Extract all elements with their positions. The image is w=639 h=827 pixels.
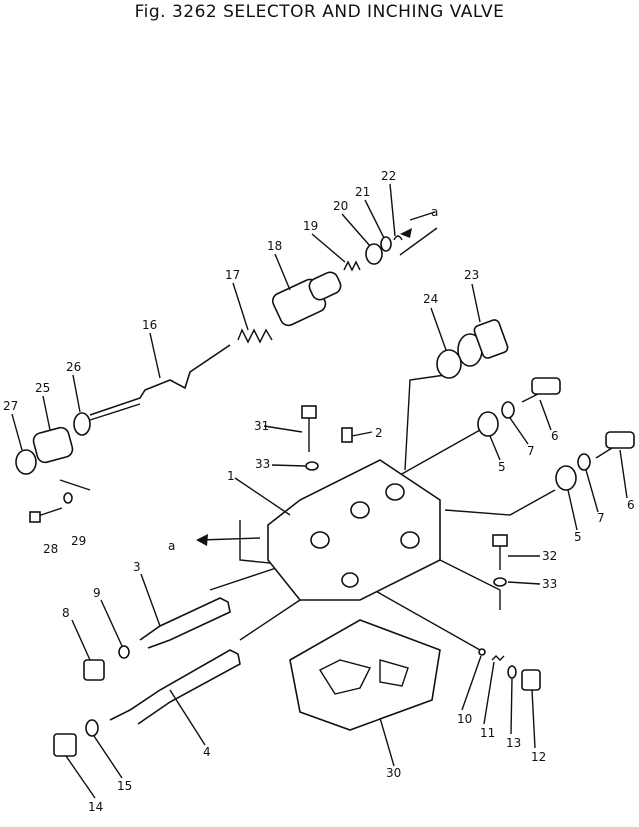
callout-12: 12 xyxy=(531,750,546,764)
callout-9: 9 xyxy=(93,586,101,600)
callout-28: 28 xyxy=(43,542,58,556)
callout-26: 26 xyxy=(66,360,81,374)
callout-24: 24 xyxy=(423,292,438,306)
callout-7b: 7 xyxy=(597,511,605,525)
callout-14: 14 xyxy=(88,800,103,814)
callout-33a: 33 xyxy=(255,457,270,471)
parts xyxy=(15,235,635,757)
callout-27: 27 xyxy=(3,399,18,413)
callout-8: 8 xyxy=(62,606,70,620)
callout-18: 18 xyxy=(267,239,282,253)
callout-6a: 6 xyxy=(551,429,559,443)
callout-6b: 6 xyxy=(627,498,635,512)
callout-7a: 7 xyxy=(527,444,535,458)
callout-31: 31 xyxy=(254,419,269,433)
callout-leaders xyxy=(11,183,628,799)
figure-title: Fig. 3262 SELECTOR AND INCHING VALVE xyxy=(134,2,505,22)
section-arrows xyxy=(196,228,412,546)
callout-2: 2 xyxy=(375,426,383,440)
callout-5b: 5 xyxy=(574,530,582,544)
marker-a-top: a xyxy=(431,205,438,219)
callout-33b: 33 xyxy=(542,577,557,591)
callout-30: 30 xyxy=(386,766,401,780)
callout-25: 25 xyxy=(35,381,50,395)
callout-1: 1 xyxy=(227,469,235,483)
callout-4: 4 xyxy=(203,745,211,759)
callout-16: 16 xyxy=(142,318,157,332)
marker-a-left: a xyxy=(168,539,175,553)
callout-22: 22 xyxy=(381,169,396,183)
callout-11: 11 xyxy=(480,726,495,740)
callout-20: 20 xyxy=(333,199,348,213)
callout-21: 21 xyxy=(355,185,370,199)
callout-15: 15 xyxy=(117,779,132,793)
callout-23: 23 xyxy=(464,268,479,282)
callout-17: 17 xyxy=(225,268,240,282)
callout-32: 32 xyxy=(542,549,557,563)
callout-29: 29 xyxy=(71,534,86,548)
callout-19: 19 xyxy=(303,219,318,233)
callout-3: 3 xyxy=(133,560,141,574)
callout-10: 10 xyxy=(457,712,472,726)
callout-labels: a a 1 2 3 4 5 5 6 6 7 7 8 9 10 11 12 13 … xyxy=(3,169,635,814)
callout-5a: 5 xyxy=(498,460,506,474)
callout-13: 13 xyxy=(506,736,521,750)
